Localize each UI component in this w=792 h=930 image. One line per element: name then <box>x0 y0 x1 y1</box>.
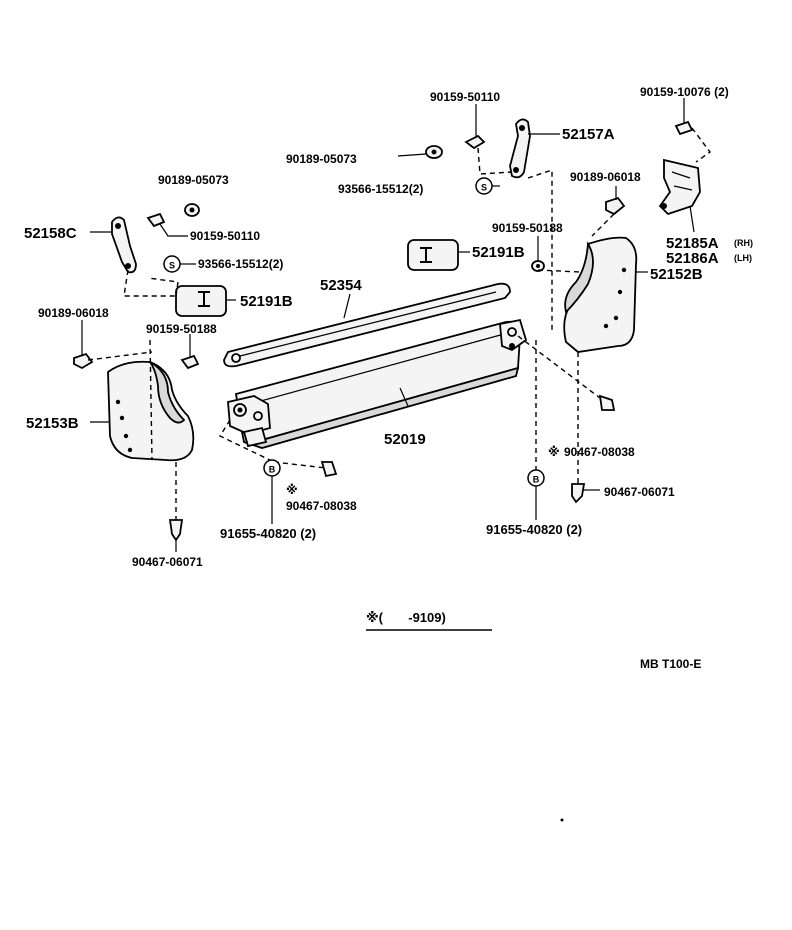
pad-52191B-left <box>175 285 227 317</box>
clip-90467-06071-right <box>571 483 600 504</box>
nut-90189-06018-left <box>73 320 94 370</box>
label-90467-08038-left: 90467-08038 <box>286 499 357 513</box>
part-labels: 90159-50110 52157A 90189-05073 93566-155… <box>24 85 753 569</box>
label-93566-15512-right: 93566-15512(2) <box>338 182 423 196</box>
nut-90189-05073-top <box>397 145 443 159</box>
bolt-90467-08038-right <box>598 394 616 411</box>
svg-text:S: S <box>169 261 175 271</box>
s-marker-right: S <box>475 177 493 195</box>
label-52191B-left: 52191B <box>240 293 293 310</box>
nut-90189-06018-right <box>605 186 626 216</box>
label-90159-50188-right: 90159-50188 <box>492 221 563 235</box>
svg-text:B: B <box>533 475 540 485</box>
b-marker-left: B <box>263 459 281 524</box>
bumper-reinforcement-52019 <box>227 318 528 449</box>
b-marker-right: B <box>527 469 545 520</box>
label-90159-10076: 90159-10076 (2) <box>640 85 729 99</box>
bolt-90159-50188-left <box>180 334 200 370</box>
label-93566-15512-left: 93566-15512(2) <box>198 257 283 271</box>
bolt-90159-50110-left <box>146 212 188 237</box>
label-52354: 52354 <box>320 277 362 294</box>
bolt-90159-50110-top <box>464 104 486 150</box>
bolt-90159-10076 <box>674 98 694 136</box>
label-52186A: 52186A <box>666 250 719 267</box>
bumper-end-52153B <box>107 360 195 462</box>
bumper-stay-52158C <box>90 216 137 274</box>
label-52185A: 52185A <box>666 235 719 252</box>
pad-52191B-right <box>407 239 459 271</box>
footnote-text: ※( -9109) <box>366 610 446 625</box>
label-90189-06018-right: 90189-06018 <box>570 170 641 184</box>
label-52185A-side: (RH) <box>734 238 753 248</box>
bumper-end-52152B <box>563 236 638 353</box>
leader-lines <box>90 185 648 423</box>
diagram-code: MB T100-E <box>640 657 701 671</box>
bolt-90467-08038-left <box>320 461 338 478</box>
label-90467-06071-left: 90467-06071 <box>132 555 203 569</box>
label-52158C: 52158C <box>24 225 77 242</box>
label-52157A: 52157A <box>562 126 615 143</box>
label-90189-06018-left: 90189-06018 <box>38 306 109 320</box>
label-91655-40820-left: 91655-40820 (2) <box>220 526 316 541</box>
svg-text:B: B <box>269 465 276 475</box>
label-90467-08038-right: 90467-08038 <box>564 445 635 459</box>
label-90159-50110-top: 90159-50110 <box>430 90 500 104</box>
svg-text:S: S <box>481 183 487 193</box>
label-91655-40820-right: 91655-40820 (2) <box>486 522 582 537</box>
bumper-strip-52354 <box>223 282 511 368</box>
label-52186A-side: (LH) <box>734 253 752 263</box>
label-90159-50110-left: 90159-50110 <box>190 229 260 243</box>
footnote: ※( -9109) <box>366 610 492 631</box>
scan-dot <box>560 818 564 822</box>
bumper-stay-52157A <box>509 118 560 179</box>
s-marker-left: S <box>163 255 181 273</box>
label-52019: 52019 <box>384 431 426 448</box>
label-90189-05073-top: 90189-05073 <box>286 152 357 166</box>
asterisk-right: ※ <box>548 445 560 459</box>
label-90467-06071-right: 90467-06071 <box>604 485 675 499</box>
clip-90467-06071-left <box>168 519 184 552</box>
alignment-lines <box>87 127 711 520</box>
label-52191B-right: 52191B <box>472 244 525 261</box>
label-90159-50188-left: 90159-50188 <box>146 322 217 336</box>
nut-90189-05073-left <box>184 203 200 217</box>
label-90189-05073-left: 90189-05073 <box>158 173 229 187</box>
bolt-90159-50188-right <box>531 236 545 272</box>
label-52152B: 52152B <box>650 266 703 283</box>
bracket-52185A <box>658 158 701 233</box>
asterisk-left: ※ <box>286 483 298 497</box>
label-52153B: 52153B <box>26 415 79 432</box>
